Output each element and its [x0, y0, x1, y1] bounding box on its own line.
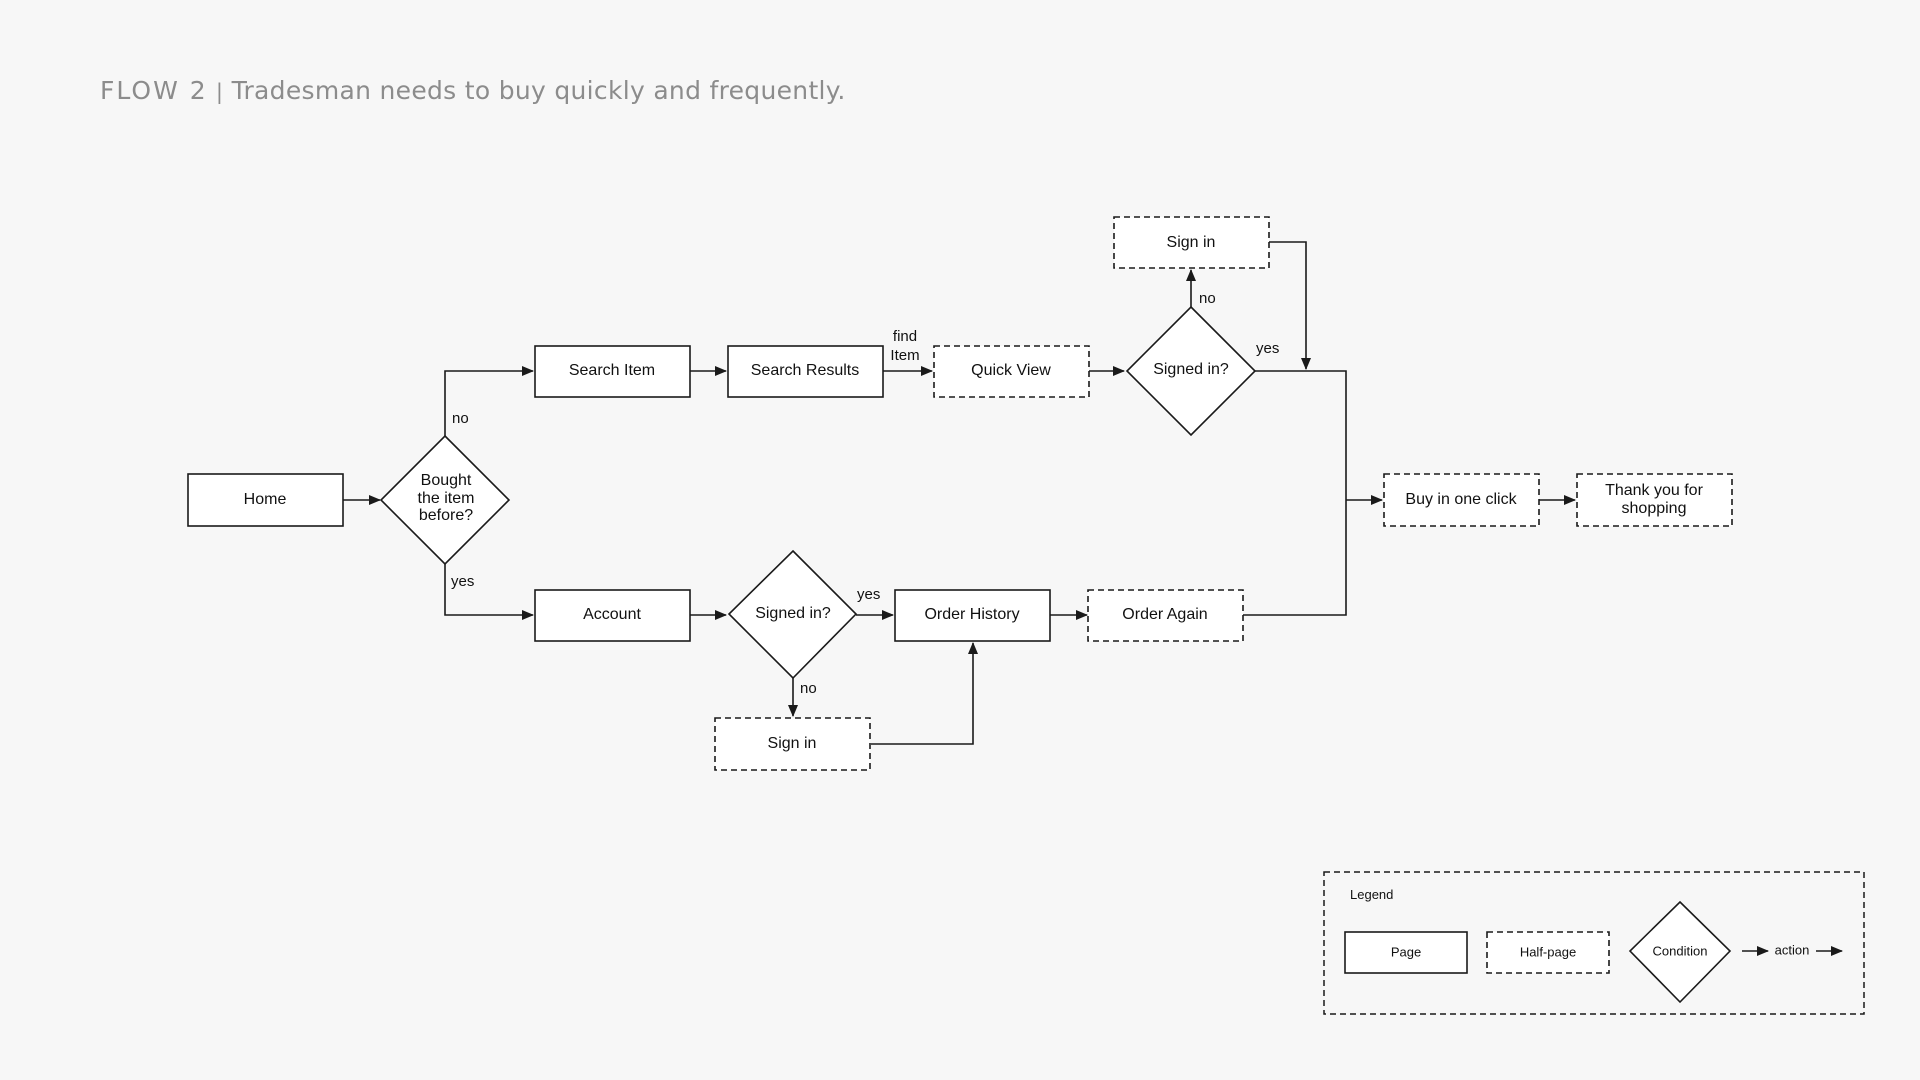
- svg-text:Search Results: Search Results: [751, 362, 860, 379]
- svg-text:Bought: Bought: [421, 472, 472, 489]
- edge-bought-account: [444, 564, 534, 620]
- edge-bought-search: [444, 366, 534, 436]
- node-quick-view: Quick View: [933, 345, 1090, 398]
- legend-frame: [1323, 871, 1865, 1015]
- node-order-again: Order Again: [1087, 589, 1244, 642]
- page-title: FLOW 2 | Tradesman needs to buy quickly …: [100, 76, 846, 105]
- title-separator: |: [215, 80, 224, 104]
- node-buy-one-click: Buy in one click: [1383, 473, 1540, 527]
- svg-text:Order History: Order History: [924, 606, 1019, 623]
- node-bought-before: Bought the item before?: [379, 434, 511, 566]
- legend-title: Legend: [1350, 887, 1393, 902]
- svg-text:action: action: [1775, 942, 1810, 957]
- legend-page: Page: [1344, 931, 1468, 974]
- edge-label-bought-no: no: [452, 410, 469, 427]
- node-order-history: Order History: [894, 589, 1051, 642]
- node-sign-in-top: Sign in: [1113, 216, 1270, 269]
- svg-text:Half-page: Half-page: [1520, 944, 1576, 959]
- node-search-item: Search Item: [534, 345, 691, 398]
- node-home: Home: [187, 473, 344, 527]
- edge-signin-bottom-orderhistory: [871, 642, 978, 745]
- edge-label-signed-top-no: no: [1199, 290, 1216, 307]
- edge-label-signed-top-yes: yes: [1256, 340, 1279, 357]
- node-signed-in-bottom: Signed in?: [727, 549, 858, 680]
- edge-label-find-item-line2: Item: [890, 347, 919, 364]
- svg-text:shopping: shopping: [1622, 500, 1687, 517]
- node-signed-in-top: Signed in?: [1125, 305, 1257, 437]
- node-thank-you: Thank you for shopping: [1576, 473, 1733, 527]
- svg-text:Signed in?: Signed in?: [1153, 361, 1229, 378]
- svg-text:Search Item: Search Item: [569, 362, 655, 379]
- edge-label-signed-bottom-no: no: [800, 680, 817, 697]
- legend-half-page: Half-page: [1486, 931, 1610, 974]
- svg-text:Sign in: Sign in: [768, 735, 817, 752]
- svg-text:before?: before?: [419, 507, 473, 524]
- svg-text:Order Again: Order Again: [1122, 606, 1207, 623]
- svg-text:Thank you for: Thank you for: [1605, 482, 1704, 499]
- flow-id: FLOW 2: [100, 76, 208, 105]
- edge-label-bought-yes: yes: [451, 573, 474, 590]
- svg-text:Buy in one click: Buy in one click: [1405, 491, 1517, 508]
- svg-text:Home: Home: [244, 491, 287, 508]
- edge-signed-top-yes: [1243, 370, 1347, 616]
- svg-text:Page: Page: [1391, 944, 1421, 959]
- node-search-results: Search Results: [727, 345, 884, 398]
- legend-action: action: [1742, 942, 1843, 957]
- svg-text:Signed in?: Signed in?: [755, 605, 831, 622]
- legend-condition: Condition: [1628, 900, 1732, 1004]
- title-text: Tradesman needs to buy quickly and frequ…: [231, 76, 846, 105]
- node-sign-in-bottom: Sign in: [714, 717, 871, 771]
- edges: [343, 241, 1576, 745]
- svg-text:Account: Account: [583, 606, 641, 623]
- edge-labels: no yes find Item no yes yes no: [451, 290, 1279, 697]
- edge-label-find-item-line1: find: [893, 328, 917, 345]
- svg-text:Sign in: Sign in: [1167, 234, 1216, 251]
- node-account: Account: [534, 589, 691, 642]
- svg-text:Condition: Condition: [1653, 943, 1708, 958]
- edge-label-signed-bottom-yes: yes: [857, 586, 880, 603]
- edge-signin-top-merge: [1269, 241, 1311, 370]
- svg-text:the item: the item: [418, 490, 475, 507]
- legend: Legend Page Half-page Condition action: [1323, 871, 1865, 1015]
- svg-text:Quick View: Quick View: [971, 362, 1051, 379]
